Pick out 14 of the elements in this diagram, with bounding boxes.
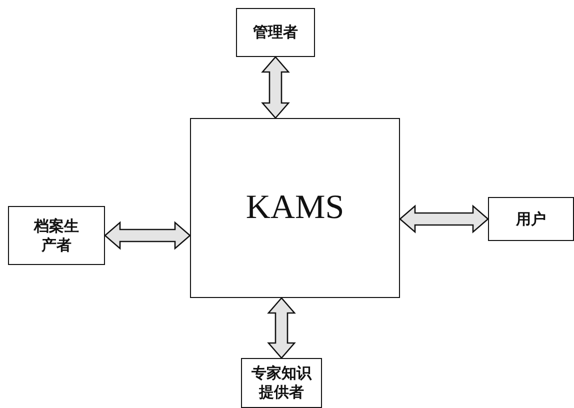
node-label: 档案生产者 — [32, 216, 80, 254]
system-box — [190, 118, 400, 298]
actor-box — [236, 8, 315, 57]
node-label: 用户 — [516, 210, 546, 228]
double-arrow — [399, 204, 489, 234]
double-arrow — [267, 297, 296, 359]
node-label: KAMS — [246, 188, 344, 228]
node-label: 专家知识提供者 — [250, 364, 313, 402]
double-arrow — [104, 221, 191, 250]
actor-box — [241, 358, 322, 408]
node-label: 管理者 — [253, 23, 298, 42]
actor-box — [8, 206, 105, 265]
double-arrow — [261, 56, 290, 119]
actor-box — [488, 197, 574, 241]
